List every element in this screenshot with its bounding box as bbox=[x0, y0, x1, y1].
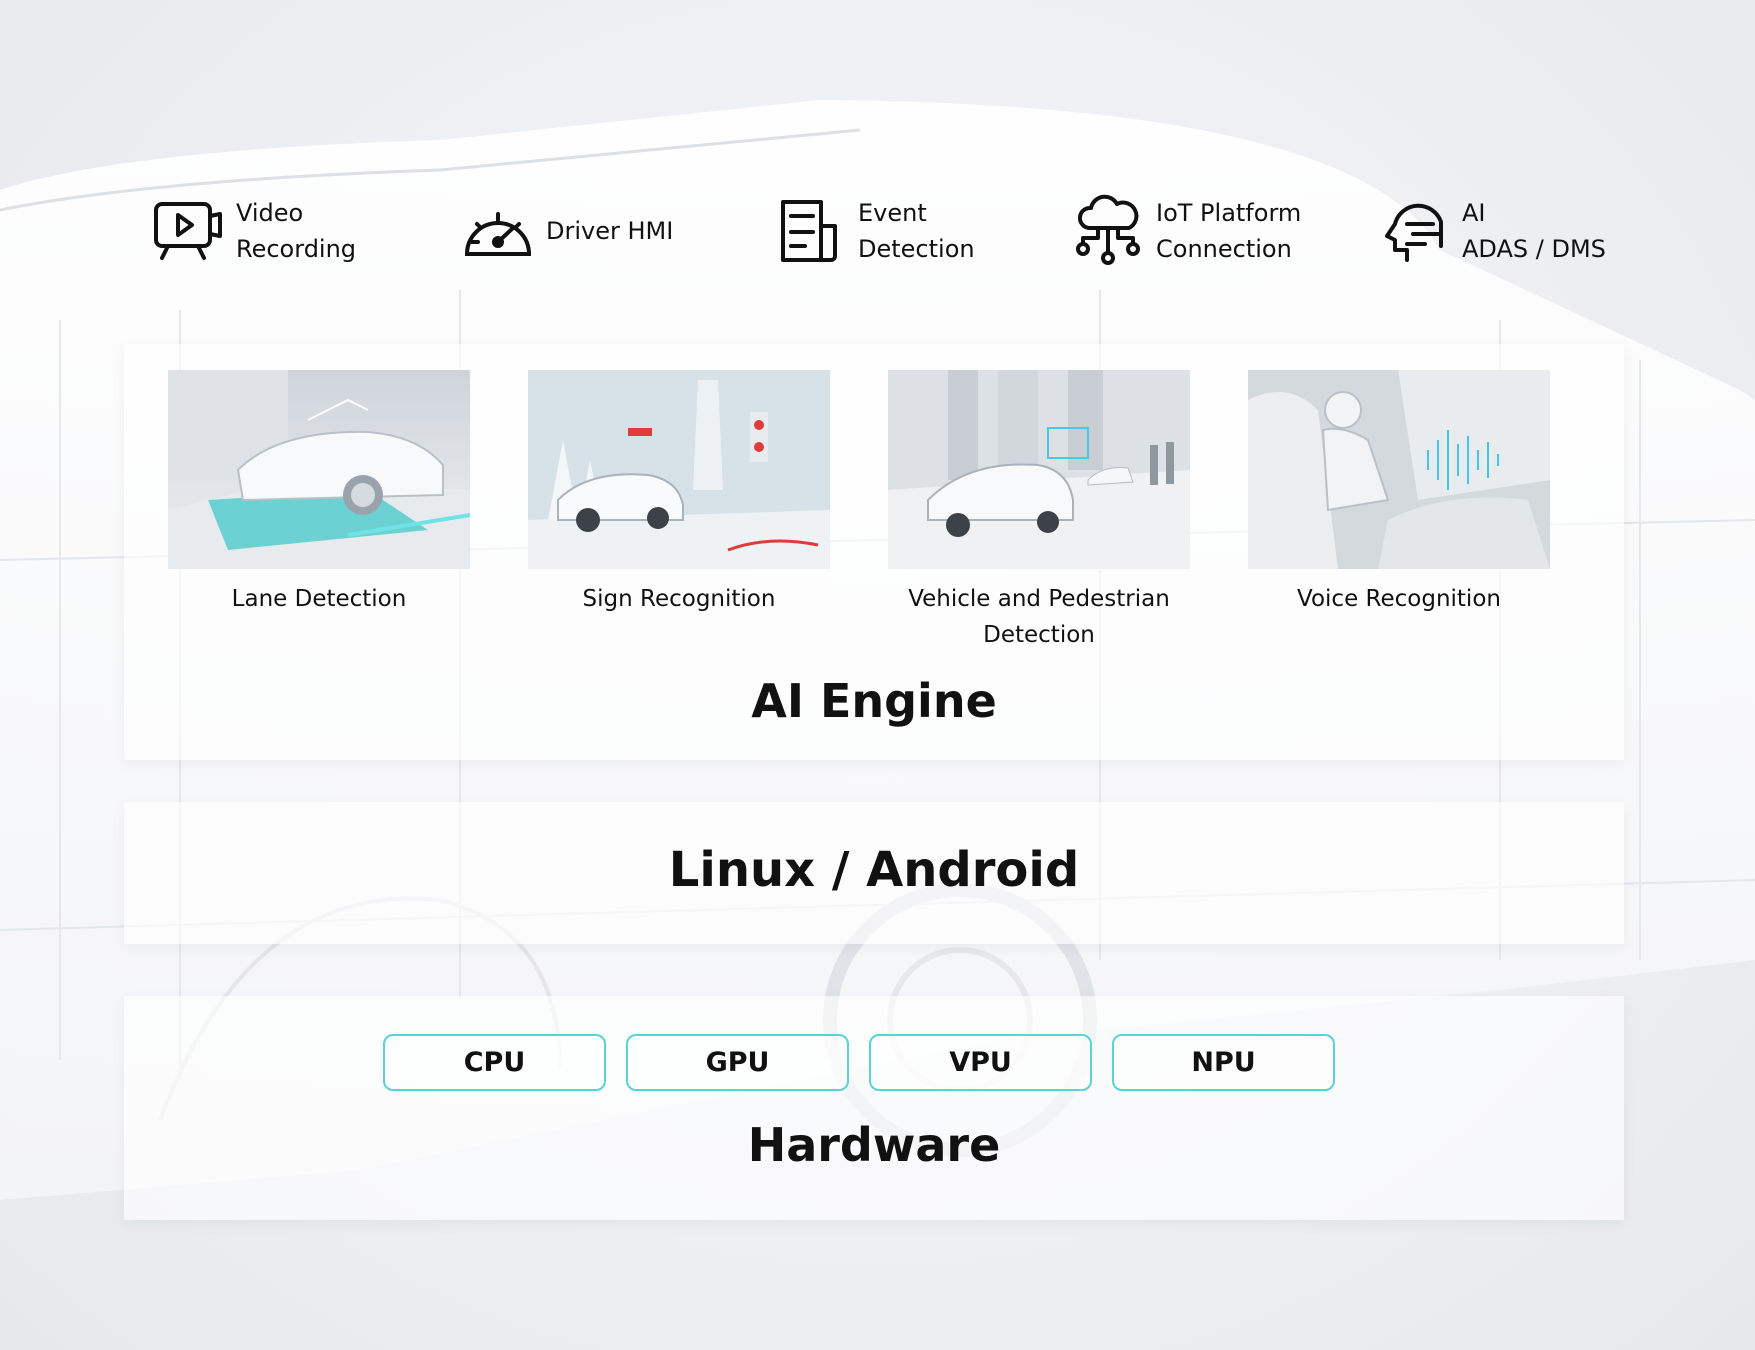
capability-label: Sign Recognition bbox=[582, 586, 776, 612]
feature-label-line: IoT Platform bbox=[1156, 199, 1302, 227]
feature-label-line: Recording bbox=[236, 235, 357, 263]
feature-label-line: Driver HMI bbox=[546, 217, 674, 245]
hardware-title: Hardware bbox=[747, 1118, 1001, 1172]
feature-label-line: Detection bbox=[858, 235, 975, 263]
vehicle-pedestrian-image bbox=[888, 370, 1190, 569]
feature-iot-platform: IoT Platform Connection bbox=[1068, 194, 1302, 266]
speedometer-icon bbox=[458, 191, 538, 271]
feature-driver-hmi: Driver HMI bbox=[458, 196, 673, 266]
ai-engine-panel: Lane Detection Sign Recognition bbox=[124, 344, 1624, 760]
capability-card-vehicle-pedestrian-detection: Vehicle and Pedestrian Detection bbox=[888, 370, 1190, 653]
capability-card-lane-detection: Lane Detection bbox=[168, 370, 470, 617]
capability-card-voice-recognition: Voice Recognition bbox=[1248, 370, 1550, 617]
capability-label: Lane Detection bbox=[231, 586, 407, 612]
capability-label: Voice Recognition bbox=[1297, 586, 1501, 612]
voice-recognition-image bbox=[1248, 370, 1550, 569]
ai-head-icon bbox=[1374, 191, 1454, 271]
event-document-icon bbox=[770, 191, 850, 271]
feature-label-line: Event bbox=[858, 199, 927, 227]
os-layer-panel: Linux / Android bbox=[124, 802, 1624, 944]
capability-label-line: Vehicle and Pedestrian bbox=[908, 586, 1170, 612]
os-layer-title: Linux / Android bbox=[668, 842, 1080, 898]
hardware-chip-gpu: GPU bbox=[626, 1034, 849, 1091]
ai-engine-title: AI Engine bbox=[751, 674, 997, 728]
feature-video-recording: Video Recording bbox=[148, 196, 356, 266]
hardware-chip-cpu: CPU bbox=[383, 1034, 606, 1091]
feature-event-detection: Event Detection bbox=[770, 196, 975, 266]
feature-label-line: AI bbox=[1462, 199, 1486, 227]
hardware-chip-npu: NPU bbox=[1112, 1034, 1335, 1091]
feature-label-line: ADAS / DMS bbox=[1462, 235, 1606, 263]
feature-label-line: Connection bbox=[1156, 235, 1292, 263]
cloud-network-icon bbox=[1068, 191, 1148, 271]
hardware-chip-vpu: VPU bbox=[869, 1034, 1092, 1091]
lane-detection-image bbox=[168, 370, 470, 569]
capability-label: Vehicle and Pedestrian Detection bbox=[888, 581, 1190, 653]
video-recording-icon bbox=[148, 191, 228, 271]
sign-recognition-image bbox=[528, 370, 830, 569]
capability-label-line: Detection bbox=[983, 622, 1095, 648]
hardware-panel: CPU GPU VPU NPU Hardware bbox=[124, 996, 1624, 1220]
capability-card-sign-recognition: Sign Recognition bbox=[528, 370, 830, 617]
feature-ai-adas-dms: AI ADAS / DMS bbox=[1374, 196, 1606, 266]
feature-label-line: Video bbox=[236, 199, 304, 227]
